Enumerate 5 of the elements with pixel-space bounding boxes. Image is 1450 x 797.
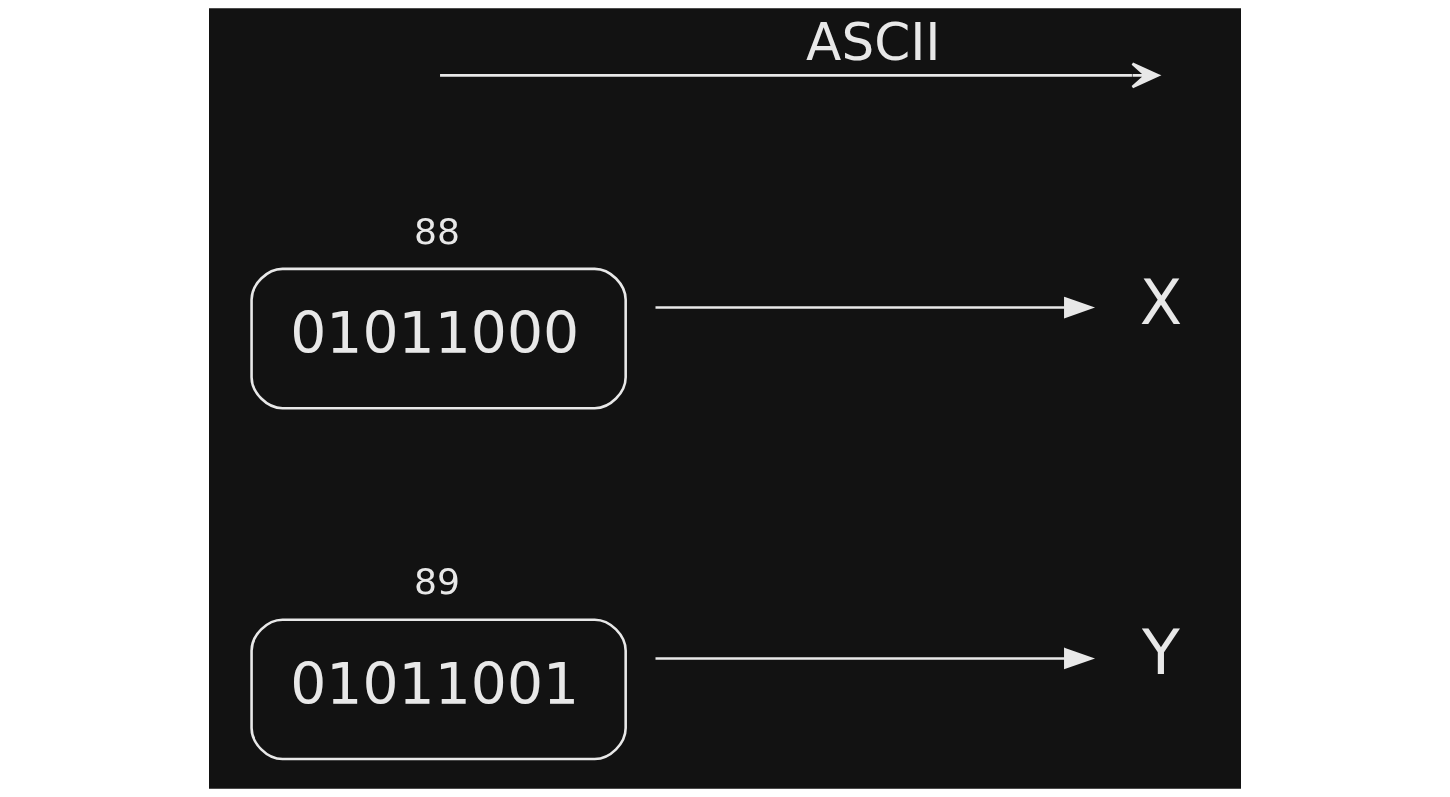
node-text: X	[1139, 266, 1183, 339]
label: ASCII	[806, 11, 941, 72]
node-label: 88	[414, 209, 461, 253]
node-label: 89	[414, 560, 461, 604]
node-text: Y	[1142, 617, 1180, 690]
